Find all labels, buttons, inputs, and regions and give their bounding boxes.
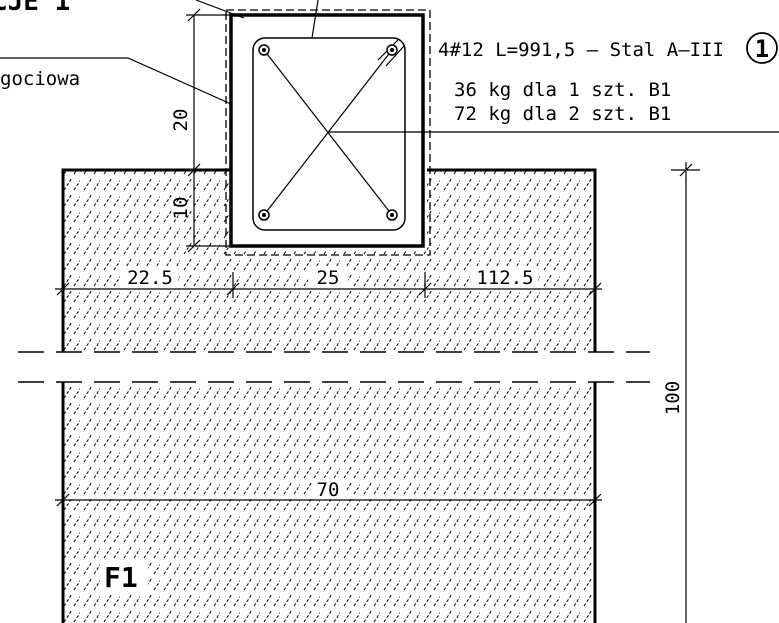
rebar-weight-line-1: 36 kg dla 1 szt. B1: [454, 79, 671, 101]
stirrup: [252, 37, 406, 231]
footing-length-value: 100: [662, 381, 684, 415]
footing-width-value: 70: [317, 479, 340, 501]
beam-width-value: 25: [317, 267, 340, 289]
horizontal-dimension-row: [55, 272, 602, 298]
section-title: CJE 1: [0, 0, 70, 17]
footing-label: F1: [104, 561, 138, 594]
rebar-mark-circle: [746, 32, 778, 64]
embed-depth-value: 10: [170, 197, 192, 220]
footing-length-dimension: [671, 162, 700, 623]
rebar-weight-line-2: 72 kg dla 2 szt. B1: [454, 103, 671, 125]
left-offset-value: 22.5: [127, 267, 173, 289]
beam-height-dimension: [186, 8, 231, 253]
beam-height-value: 20: [170, 109, 192, 132]
footing-lower-hatch: [63, 382, 595, 623]
footing-upper-hatch: [63, 170, 595, 352]
beam-outline: [229, 13, 425, 248]
footing-width-dimension: [55, 493, 602, 507]
right-offset-value: 112.5: [476, 267, 533, 289]
rebar-spec-text: 4#12 L=991,5 – Stal A–III: [438, 39, 724, 61]
leader-label: gociowa: [0, 68, 80, 90]
rebar-mark-number: 1: [755, 35, 769, 63]
break-line: [18, 351, 650, 383]
leader-lines: [0, 0, 779, 133]
